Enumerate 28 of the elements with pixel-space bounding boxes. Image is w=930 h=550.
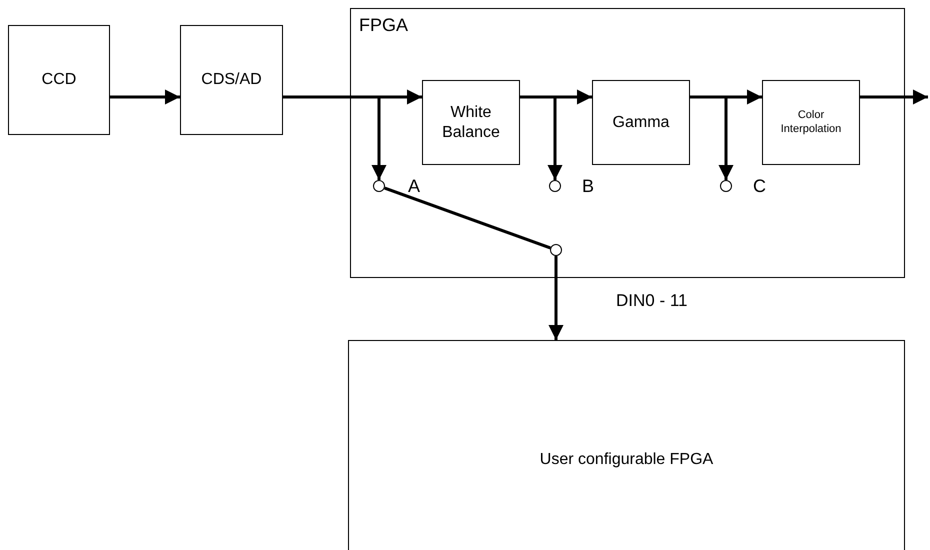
tap-circle bbox=[550, 244, 562, 256]
box-label: Gamma bbox=[612, 112, 670, 132]
box-label: Color Interpolation bbox=[780, 109, 842, 136]
process-box bbox=[8, 25, 110, 135]
arrow bbox=[690, 96, 734, 180]
box-label: User configurable FPGA bbox=[538, 450, 714, 470]
tap-circle bbox=[720, 180, 732, 192]
box-label: CDS/AD bbox=[200, 70, 263, 90]
tap-circle bbox=[373, 180, 385, 192]
block-title: FPGA bbox=[359, 15, 408, 37]
process-box bbox=[592, 80, 690, 165]
fpga-block bbox=[350, 8, 905, 278]
arrow bbox=[548, 256, 564, 340]
switch-lever bbox=[384, 186, 551, 250]
arrow bbox=[860, 90, 928, 104]
process-box bbox=[348, 340, 905, 550]
process-box bbox=[422, 80, 520, 165]
arrow bbox=[520, 96, 562, 180]
tap-label: C bbox=[753, 176, 766, 197]
tap-label: B bbox=[582, 176, 594, 197]
box-label: CCD bbox=[40, 70, 78, 90]
process-box bbox=[180, 25, 283, 135]
process-box bbox=[762, 80, 860, 165]
tap-circle bbox=[549, 180, 561, 192]
arrow bbox=[110, 90, 180, 104]
tap-label: A bbox=[408, 176, 420, 197]
box-label: White Balance bbox=[441, 103, 501, 142]
arrow bbox=[283, 96, 386, 180]
